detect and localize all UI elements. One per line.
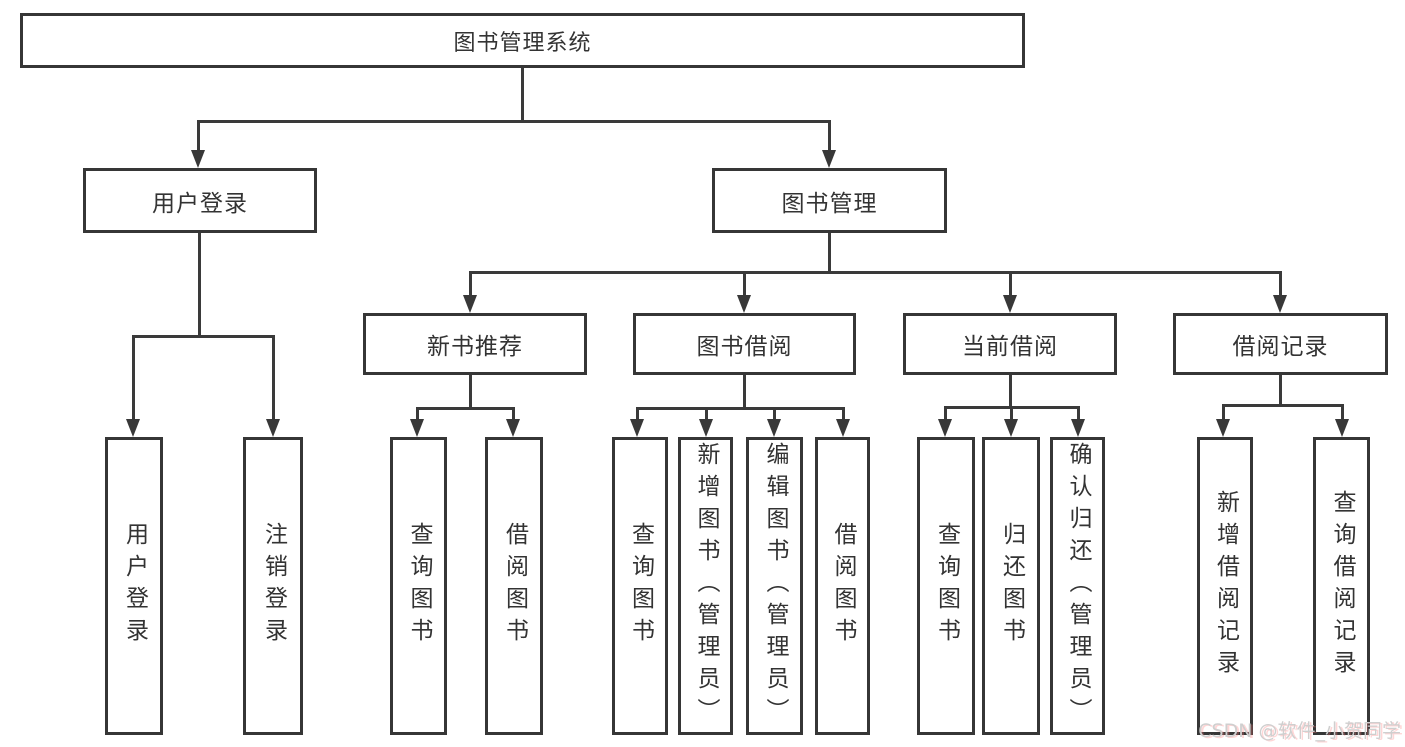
connector-line: [416, 407, 515, 410]
node-label: 图书借阅: [696, 334, 793, 360]
leaf-label: 注销登录: [260, 522, 287, 650]
connector-line: [469, 375, 472, 410]
connector-line: [521, 68, 524, 123]
leaf-label: 用户登录: [121, 522, 148, 650]
leaf-query-books-recommend: 查询图书: [390, 437, 447, 735]
connector-line: [198, 233, 201, 338]
leaf-label: 查询图书: [627, 522, 654, 650]
connector-line: [132, 335, 275, 338]
node-new-book-recommend: 新书推荐: [363, 313, 587, 375]
arrow-down-icon: [937, 407, 953, 437]
node-label: 用户登录: [152, 190, 248, 217]
node-label: 当前借阅: [962, 334, 1058, 360]
connector-line: [1279, 375, 1282, 407]
leaf-add-borrow-record: 新增借阅记录: [1197, 437, 1253, 735]
connector-line: [743, 375, 746, 410]
node-borrow-records: 借阅记录: [1173, 313, 1388, 375]
node-label: 图书管理: [781, 190, 878, 217]
csdn-watermark: CSDN @软件_小贺同学: [1198, 720, 1401, 742]
connector-line: [197, 120, 831, 123]
leaf-borrow-books: 借阅图书: [815, 437, 870, 735]
arrow-down-icon: [629, 408, 645, 437]
arrow-down-icon: [1215, 405, 1231, 437]
connector-line: [1222, 404, 1344, 407]
node-label: 图书管理系统: [453, 30, 592, 56]
arrow-down-icon: [409, 408, 425, 437]
arrow-down-icon: [505, 408, 521, 437]
leaf-user-login: 用户登录: [105, 437, 163, 735]
leaf-label: 借阅图书: [830, 522, 856, 650]
node-library-management-system: 图书管理系统: [20, 13, 1025, 68]
leaf-borrow-books-recommend: 借阅图书: [485, 437, 543, 735]
connector-line: [828, 233, 831, 274]
arrow-down-icon: [462, 272, 478, 313]
connector-line: [636, 407, 845, 410]
leaf-label: 查询借阅记录: [1329, 490, 1355, 682]
leaf-label: 编辑图书（管理员）: [762, 442, 788, 730]
leaf-query-books-current: 查询图书: [917, 437, 975, 735]
leaf-return-books: 归还图书: [982, 437, 1040, 735]
leaf-label: 新增图书（管理员）: [693, 442, 719, 730]
node-label: 借阅记录: [1232, 334, 1329, 360]
arrow-down-icon: [835, 408, 851, 437]
leaf-label: 确认归还（管理员）: [1065, 442, 1091, 730]
leaf-add-books-admin: 新增图书（管理员）: [678, 437, 733, 735]
arrow-down-icon: [1002, 272, 1018, 313]
arrow-down-icon: [1334, 405, 1350, 437]
node-label: 新书推荐: [427, 334, 523, 360]
leaf-label: 查询图书: [933, 522, 960, 650]
arrow-down-icon: [821, 121, 837, 168]
node-book-borrow: 图书借阅: [633, 313, 856, 375]
arrow-down-icon: [766, 408, 782, 437]
arrow-down-icon: [698, 408, 714, 437]
connector-line: [469, 271, 1282, 274]
arrow-down-icon: [125, 336, 141, 437]
leaf-label: 新增借阅记录: [1212, 490, 1239, 682]
arrow-down-icon: [736, 272, 752, 313]
leaf-confirm-return-admin: 确认归还（管理员）: [1050, 437, 1105, 735]
arrow-down-icon: [1272, 272, 1288, 313]
arrow-down-icon: [1003, 407, 1019, 437]
leaf-label: 借阅图书: [501, 522, 528, 650]
node-current-borrow: 当前借阅: [903, 313, 1117, 375]
leaf-edit-books-admin: 编辑图书（管理员）: [746, 437, 803, 735]
leaf-query-books-borrow: 查询图书: [612, 437, 668, 735]
leaf-logout: 注销登录: [243, 437, 303, 735]
leaf-label: 查询图书: [406, 522, 432, 650]
arrow-down-icon: [1070, 407, 1086, 437]
node-book-management-branch: 图书管理: [712, 168, 947, 233]
node-user-login-branch: 用户登录: [83, 168, 317, 233]
leaf-query-borrow-record: 查询借阅记录: [1313, 437, 1370, 735]
connector-line: [1009, 375, 1012, 409]
arrow-down-icon: [190, 121, 206, 168]
leaf-label: 归还图书: [998, 522, 1025, 650]
arrow-down-icon: [265, 336, 281, 437]
